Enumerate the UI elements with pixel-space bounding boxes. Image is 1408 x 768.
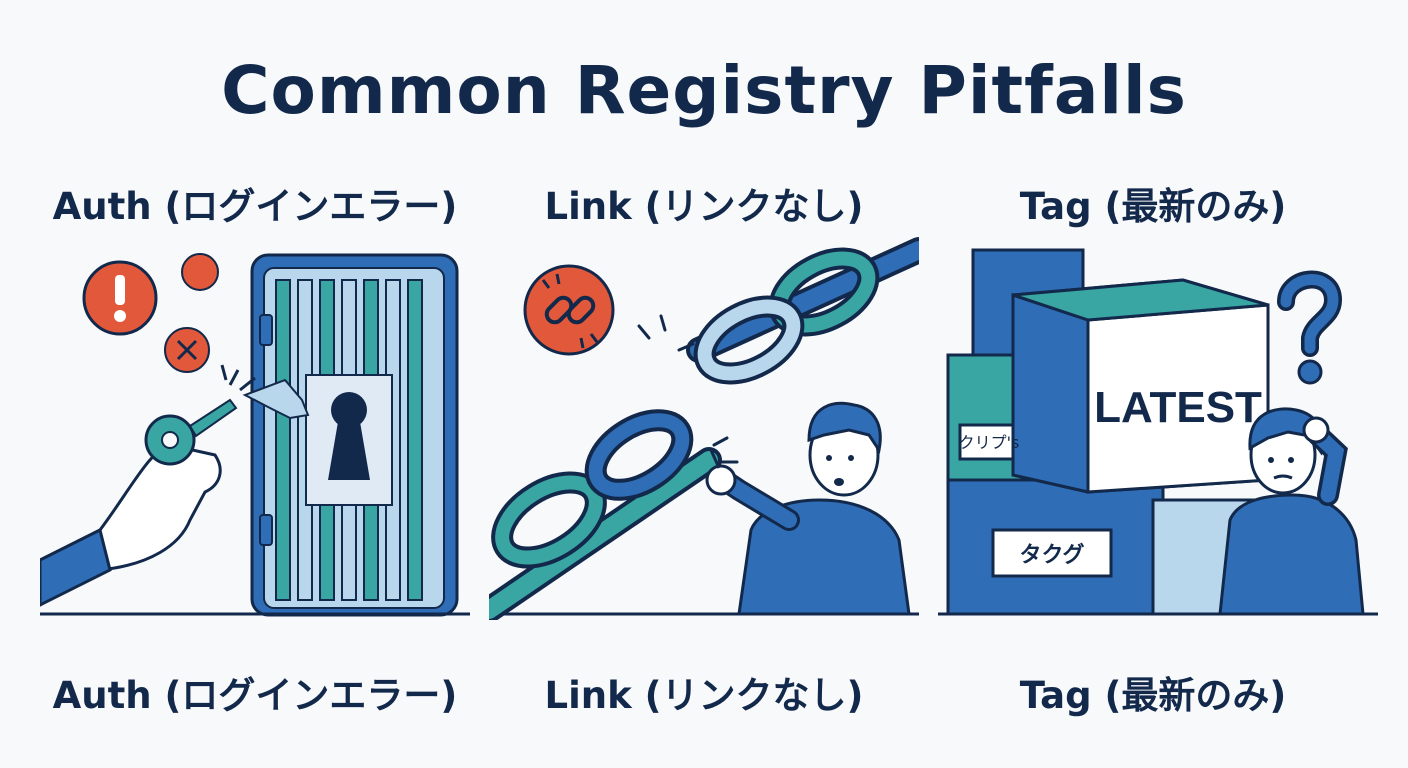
page-title: Common Registry Pitfalls <box>221 52 1187 129</box>
panel-link-illustration <box>489 230 919 620</box>
box-side-tag-1: クリプ's <box>959 433 1020 452</box>
panel-tag-bottom-label: Tag (最新のみ) <box>1019 674 1287 717</box>
panel-tag-top-label: Tag (最新のみ) <box>1019 185 1287 228</box>
panel-auth-illustration <box>40 230 470 620</box>
box-icon <box>946 248 1275 616</box>
cross-icon <box>164 327 210 373</box>
door-illustration <box>250 253 459 617</box>
confused-person-illustration <box>705 401 911 616</box>
panel-link-bottom-label: Link (リンクなし) <box>544 674 864 717</box>
broken-link-icon <box>523 264 615 356</box>
panel-auth-top-label: Auth (ログインエラー) <box>52 185 458 228</box>
question-mark-icon <box>1277 270 1343 385</box>
exclamation-icon <box>82 260 158 336</box>
confused-person-illustration <box>1218 407 1365 616</box>
panel-link-top-label: Link (リンクなし) <box>544 185 864 228</box>
keyhole-icon <box>328 392 370 480</box>
panel-tag-illustration: LATEST クリプ's タクグ <box>938 230 1378 620</box>
key-icon <box>144 364 310 466</box>
box-side-tag-2: タクグ <box>1019 542 1084 568</box>
chain-icon <box>489 237 919 620</box>
panel-auth-bottom-label: Auth (ログインエラー) <box>52 674 458 717</box>
hand-illustration <box>40 443 222 607</box>
box-latest-label: LATEST <box>1094 383 1262 432</box>
